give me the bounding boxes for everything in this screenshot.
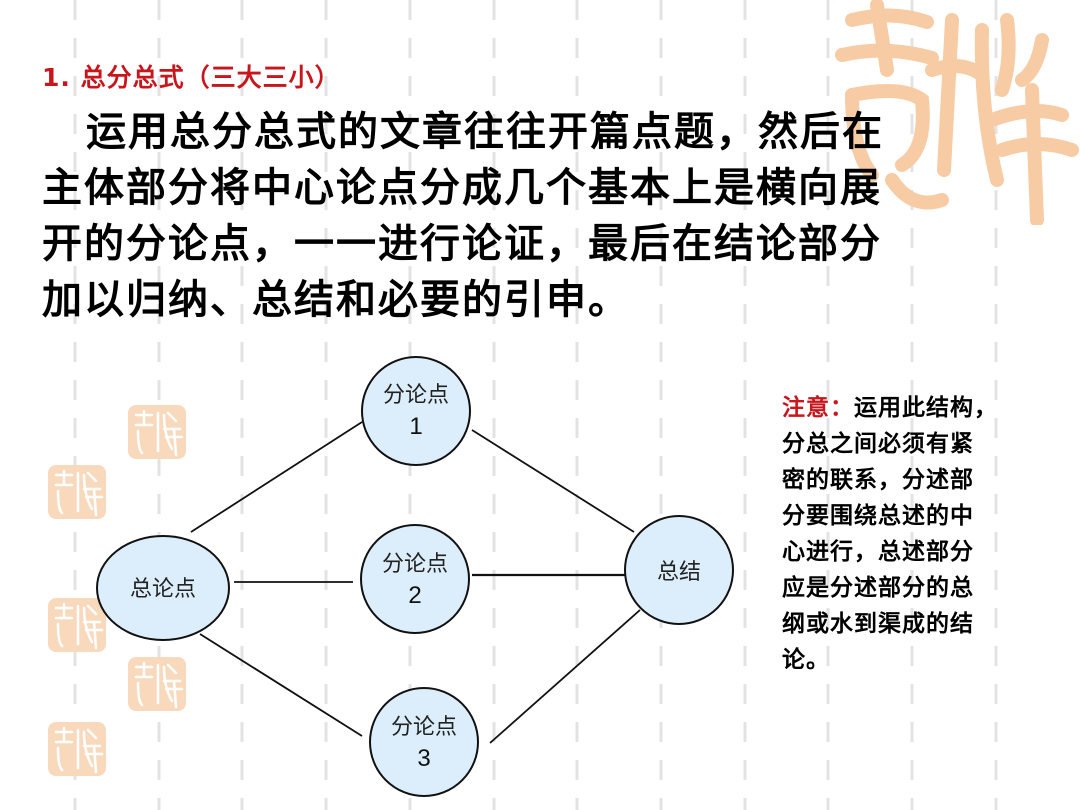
note-label: 注意： — [782, 395, 854, 421]
node-sub2-number: 2 — [408, 582, 421, 609]
note-line: 论。 — [782, 647, 830, 673]
note-line: 运用此结构， — [854, 395, 998, 421]
diagram-edges — [190, 421, 641, 744]
heading-title: 总分总式（三大三小） — [80, 63, 341, 92]
node-sub1: 分论点 1 — [361, 356, 471, 466]
node-summary-label: 总结 — [657, 560, 701, 585]
seal-stamp-icon — [48, 465, 106, 519]
note-line: 分总之间必须有紧 — [782, 431, 974, 457]
note-block: 注意：运用此结构， 分总之间必须有紧 密的联系，分述部 分要围绕总述的中 心进行… — [782, 390, 1042, 678]
edge-sub3-summary — [489, 609, 641, 744]
note-line: 密的联系，分述部 — [782, 467, 974, 493]
note-line: 应是分述部分的总 — [782, 575, 974, 601]
edge-sub1-summary — [471, 429, 635, 533]
node-sub1-label: 分论点 — [383, 383, 449, 408]
node-sub2-label: 分论点 — [382, 552, 448, 577]
body-paragraph: 运用总分总式的文章往往开篇点题，然后在 主体部分将中心论点分成几个基本上是横向展… — [42, 104, 1022, 328]
body-line: 运用总分总式的文章往往开篇点题，然后在 — [86, 109, 884, 155]
seal-stamp-icon — [48, 722, 106, 776]
node-main: 总论点 — [96, 535, 230, 641]
section-heading: 1. 总分总式（三大三小） — [42, 58, 341, 94]
heading-number: 1. — [42, 63, 71, 92]
note-line: 分要围绕总述的中 — [782, 503, 974, 529]
seal-stamp-icon — [48, 598, 106, 652]
node-sub2: 分论点 2 — [360, 524, 470, 634]
edge-main-sub1 — [190, 421, 363, 533]
note-line: 心进行，总述部分 — [782, 539, 974, 565]
body-line: 加以归纳、总结和必要的引申。 — [42, 277, 630, 323]
node-main-label: 总论点 — [130, 577, 196, 602]
note-line: 纲或水到渠成的结 — [782, 611, 974, 637]
node-summary: 总结 — [624, 515, 734, 625]
edge-main-sub3 — [199, 633, 363, 737]
seal-stamp-icon — [128, 657, 186, 711]
node-sub1-number: 1 — [409, 413, 422, 440]
node-sub3: 分论点 3 — [369, 687, 479, 797]
auspicious-seal-decoration — [835, 0, 1079, 225]
node-sub3-number: 3 — [417, 745, 430, 772]
node-sub3-label: 分论点 — [391, 715, 457, 740]
body-line: 开的分论点，一一进行论证，最后在结论部分 — [42, 221, 882, 267]
seal-stamp-icon — [128, 405, 186, 459]
body-line: 主体部分将中心论点分成几个基本上是横向展 — [42, 165, 882, 211]
